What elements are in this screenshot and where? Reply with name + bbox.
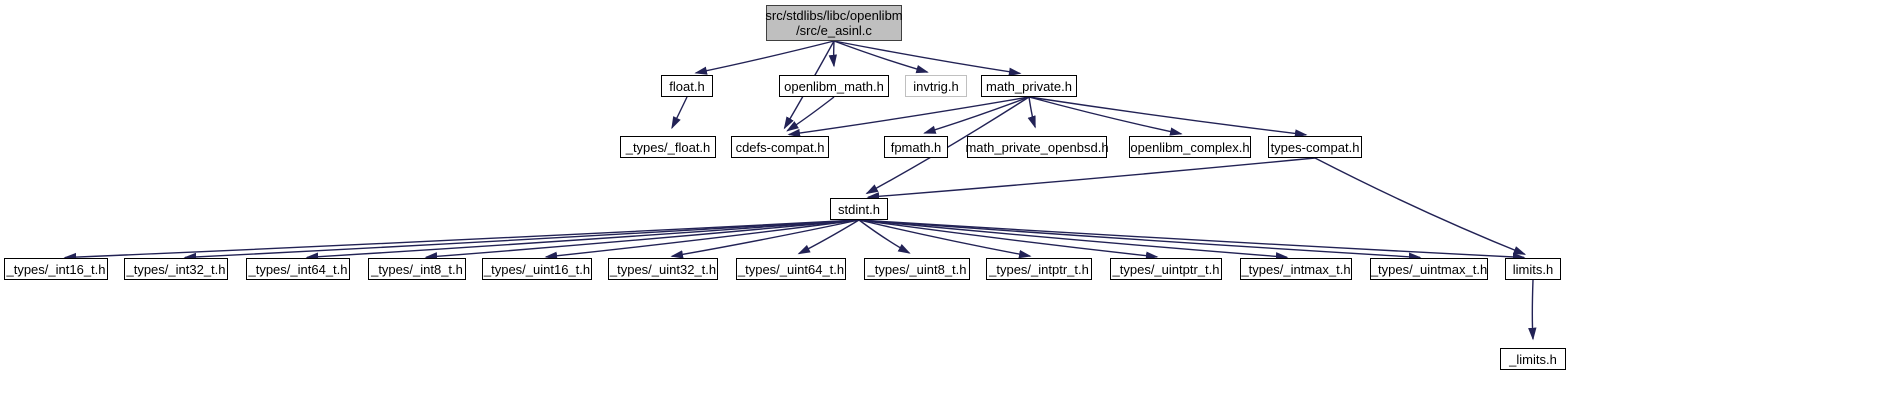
graph-node-t_int16[interactable]: _types/_int16_t.h xyxy=(4,258,108,280)
graph-node-t_uintmax[interactable]: _types/_uintmax_t.h xyxy=(1370,258,1488,280)
graph-node-t_intptr[interactable]: _types/_intptr_t.h xyxy=(986,258,1092,280)
graph-node-t_uint8[interactable]: _types/_uint8_t.h xyxy=(864,258,970,280)
edge-root-to-float xyxy=(694,40,835,75)
graph-node-t_int64[interactable]: _types/_int64_t.h xyxy=(246,258,350,280)
graph-node-stdint[interactable]: stdint.h xyxy=(830,198,888,220)
edge-stdint-to-t_intmax xyxy=(858,219,1289,261)
edge-stdint-to-limits xyxy=(858,219,1526,262)
edge-types_compat-to-limits xyxy=(1314,157,1527,255)
edge-stdint-to-t_int32 xyxy=(183,219,860,262)
graph-node-invtrig[interactable]: invtrig.h xyxy=(905,75,967,97)
edge-stdint-to-t_intptr xyxy=(858,219,1032,259)
edge-stdint-to-t_uintmax xyxy=(858,219,1422,261)
edge-math_private-to-cdefs_compat xyxy=(787,96,1030,138)
graph-node-t_uint32[interactable]: _types/_uint32_t.h xyxy=(608,258,718,280)
edge-stdint-to-t_uint32 xyxy=(670,219,860,259)
graph-node-t_uint16[interactable]: _types/_uint16_t.h xyxy=(482,258,592,280)
edge-openlibm_math-to-cdefs_compat xyxy=(786,96,835,132)
edge-stdint-to-t_uint16 xyxy=(544,219,860,260)
graph-node-t_int8[interactable]: _types/_int8_t.h xyxy=(368,258,466,280)
graph-node-t_uintptr[interactable]: _types/_uintptr_t.h xyxy=(1110,258,1222,280)
edge-float-to-types_float xyxy=(671,96,688,130)
edge-root-to-invtrig xyxy=(833,40,929,74)
edge-stdint-to-t_uintptr xyxy=(858,219,1159,260)
edge-stdint-to-t_int8 xyxy=(424,219,860,261)
graph-node-types_float[interactable]: _types/_float.h xyxy=(620,136,716,158)
graph-node-types_compat[interactable]: types-compat.h xyxy=(1268,136,1362,158)
graph-node-float[interactable]: float.h xyxy=(661,75,713,97)
graph-node-math_private[interactable]: math_private.h xyxy=(981,75,1077,97)
graph-node-openlibm_cplx[interactable]: openlibm_complex.h xyxy=(1129,136,1251,158)
edge-types_compat-to-stdint xyxy=(866,157,1316,201)
graph-node-_limits[interactable]: _limits.h xyxy=(1500,348,1566,370)
graph-node-openlibm_math[interactable]: openlibm_math.h xyxy=(779,75,889,97)
graph-node-t_int32[interactable]: _types/_int32_t.h xyxy=(124,258,228,280)
graph-node-math_private_ob[interactable]: math_private_openbsd.h xyxy=(965,136,1109,158)
graph-node-fpmath[interactable]: fpmath.h xyxy=(884,136,948,158)
graph-node-cdefs_compat[interactable]: cdefs-compat.h xyxy=(731,136,829,158)
edge-math_private-to-openlibm_cplx xyxy=(1028,96,1183,136)
edge-stdint-to-t_int64 xyxy=(305,219,860,261)
edge-stdint-to-t_int16 xyxy=(63,219,860,262)
edge-math_private-to-types_compat xyxy=(1028,96,1308,138)
edge-math_private-to-fpmath xyxy=(923,96,1030,134)
graph-node-root[interactable]: src/stdlibs/libc/openlibm /src/e_asinl.c xyxy=(765,5,903,41)
graph-node-t_uint64[interactable]: _types/_uint64_t.h xyxy=(736,258,846,280)
edge-root-to-math_private xyxy=(833,40,1022,76)
edge-stdint-to-t_uint8 xyxy=(858,219,911,254)
graph-node-t_intmax[interactable]: _types/_intmax_t.h xyxy=(1240,258,1352,280)
graph-node-limits[interactable]: limits.h xyxy=(1505,258,1561,280)
edge-stdint-to-t_uint64 xyxy=(797,219,860,255)
edge-math_private-to-math_private_ob xyxy=(1027,96,1036,129)
edge-limits-to-_limits xyxy=(1528,279,1537,341)
